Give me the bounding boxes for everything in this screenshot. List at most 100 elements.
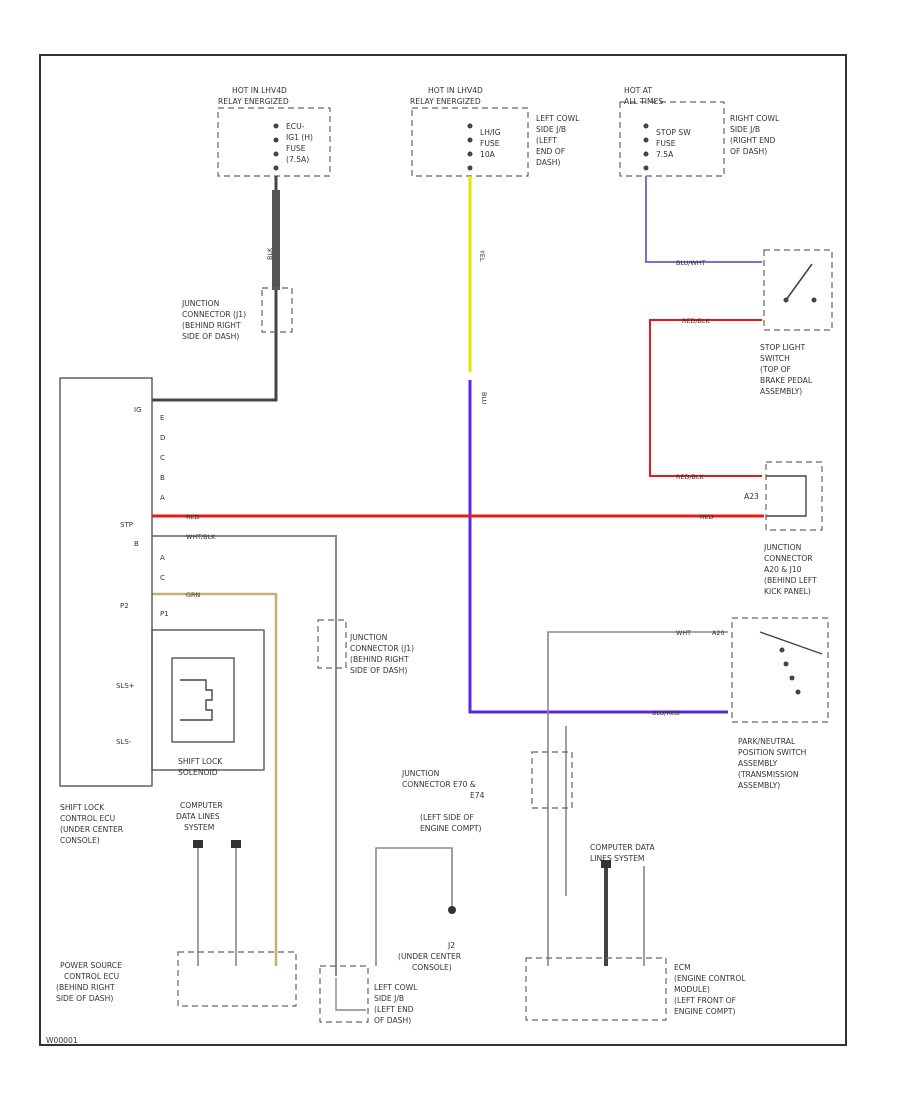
diagram-label: CONNECTOR: [764, 554, 813, 563]
fuse-block-ecu-ig1: HOT IN LHV4D RELAY ENERGIZED ECU- IG1 (H…: [217, 86, 331, 177]
diagram-label: J2: [447, 941, 455, 950]
diagram-label: JUNCTION: [763, 543, 801, 552]
fuse3-header2: ALL TIMES: [624, 97, 663, 106]
junction-connector-a20-j10: A23 JUNCTION CONNECTOR A20 & J10 (BEHIND…: [744, 461, 823, 596]
wire-label: BLU: [480, 392, 488, 405]
diagram-label: ENGINE COMPT): [674, 1007, 736, 1016]
ecu-pin: P1: [160, 610, 169, 618]
wire-label: GRN: [186, 591, 200, 599]
wire-label: WHT: [676, 629, 691, 637]
diagram-label: DATA LINES: [176, 812, 220, 821]
junction-connector-j1-mid: JUNCTION CONNECTOR (J1) (BEHIND RIGHT SI…: [317, 619, 414, 675]
fuse2-header1: HOT IN LHV4D: [428, 86, 483, 95]
fuse2-line: FUSE: [480, 139, 500, 148]
diagram-rect: [317, 619, 347, 669]
fuse1-line: ECU-: [286, 122, 305, 131]
diagram-label: CONTROL ECU: [64, 972, 119, 981]
diagram-label: SIDE J/B: [374, 994, 404, 1003]
ecu-pin: A: [160, 494, 165, 502]
fuse1-header1: HOT IN LHV4D: [232, 86, 287, 95]
diagram-label: KICK PANEL): [764, 587, 811, 596]
diagram-label: OF DASH): [374, 1016, 411, 1025]
diagram-circle: [779, 647, 785, 653]
diagram-circle: [789, 675, 795, 681]
diagram-label: CONTROL ECU: [60, 814, 115, 823]
diagram-label: CONSOLE): [412, 963, 452, 972]
wire-purple: [468, 380, 728, 714]
fuse3-header1: HOT AT: [624, 86, 652, 95]
diagram-id: W00001: [46, 1036, 78, 1045]
diagram-label: PARK/NEUTRAL: [738, 737, 796, 746]
diagram-label: (LEFT FRONT OF: [674, 996, 736, 1005]
diagram-circle: [811, 297, 817, 303]
diagram-label: SIDE OF DASH): [56, 994, 113, 1003]
diagram-rect: [763, 249, 833, 331]
fuse2-location: LEFT COWL: [536, 114, 580, 123]
diagram-label: SHIFT LOCK: [178, 757, 223, 766]
ecu-pin: P2: [120, 602, 129, 610]
diagram-label: STOP LIGHT: [760, 343, 805, 352]
diagram-label: (TRANSMISSION: [738, 770, 799, 779]
diagram-circle: [467, 123, 473, 129]
diagram-label: MODULE): [674, 985, 710, 994]
diagram-label: A23: [744, 492, 759, 501]
fuse3-location: (RIGHT END: [730, 136, 776, 145]
ecu-pin: A: [160, 554, 165, 562]
diagram-circle: [643, 165, 649, 171]
diagram-label: ENGINE COMPT): [420, 824, 482, 833]
diagram-circle: [783, 661, 789, 667]
fuse3-line: 7.5A: [656, 150, 674, 159]
wire-wht-blk: [152, 535, 337, 976]
wire-gray-pnp: [547, 631, 728, 966]
diagram-label: SIDE OF DASH): [350, 666, 407, 675]
fuse2-location: DASH): [536, 158, 560, 167]
ecm: ECM (ENGINE CONTROL MODULE) (LEFT FRONT …: [525, 957, 746, 1021]
wire-label: RED/BLK: [676, 473, 704, 481]
diagram-label: (LEFT END: [374, 1005, 414, 1014]
fuse-icon: [643, 123, 649, 171]
diagram-label: JUNCTION: [401, 769, 439, 778]
diagram-label: E74: [470, 791, 485, 800]
diagram-label: COMPUTER: [180, 801, 223, 810]
diagram-label: SIDE OF DASH): [182, 332, 239, 341]
ecu-pin: D: [160, 434, 165, 442]
ecu-pin: C: [160, 454, 165, 462]
left-cowl-jb: LEFT COWL SIDE J/B (LEFT END OF DASH): [319, 965, 418, 1025]
diagram-rect: [177, 951, 297, 1007]
diagram-rect: [151, 629, 265, 771]
diagram-label: (BEHIND LEFT: [764, 576, 817, 585]
diagram-circle: [783, 297, 789, 303]
ecu-pin: C: [160, 574, 165, 582]
cdl-plug-icon: [193, 840, 203, 848]
solenoid-pin: SLS+: [116, 682, 135, 690]
wire-black-segment: [272, 190, 280, 290]
wire-ground: [375, 847, 453, 966]
fuse2-line: 10A: [480, 150, 496, 159]
diagram-circle: [273, 137, 279, 143]
switch-contact: [785, 263, 813, 301]
diagram-label: JUNCTION: [181, 299, 219, 308]
power-source-control-ecu: POWER SOURCE CONTROL ECU (BEHIND RIGHT S…: [56, 951, 297, 1007]
diagram-rect: [171, 657, 235, 743]
wire-blue: [645, 176, 762, 263]
fuse2-location: END OF: [536, 147, 565, 156]
diagram-label: LINES SYSTEM: [590, 854, 644, 863]
wire-label: RED/BLK: [682, 317, 710, 325]
diagram-circle: [467, 137, 473, 143]
diagram-label: (BEHIND RIGHT: [350, 655, 409, 664]
ground-icon: [448, 906, 456, 914]
fuse1-line: IG1 (H): [286, 133, 313, 142]
junction-connector-e70-e74: JUNCTION CONNECTOR E70 & E74 (LEFT SIDE …: [401, 751, 573, 833]
fuse3-location: OF DASH): [730, 147, 767, 156]
wire-label: BLK: [266, 247, 274, 260]
diagram-label: ECM: [674, 963, 691, 972]
diagram-rect: [765, 461, 823, 531]
fuse3-line: FUSE: [656, 139, 676, 148]
diagram-label: SYSTEM: [184, 823, 214, 832]
diagram-rect: [531, 751, 573, 809]
diagram-label: CONNECTOR E70 &: [402, 780, 476, 789]
wire-label: YEL: [478, 249, 486, 262]
wire-red-loop: [649, 319, 762, 477]
diagram-label: LEFT COWL: [374, 983, 418, 992]
